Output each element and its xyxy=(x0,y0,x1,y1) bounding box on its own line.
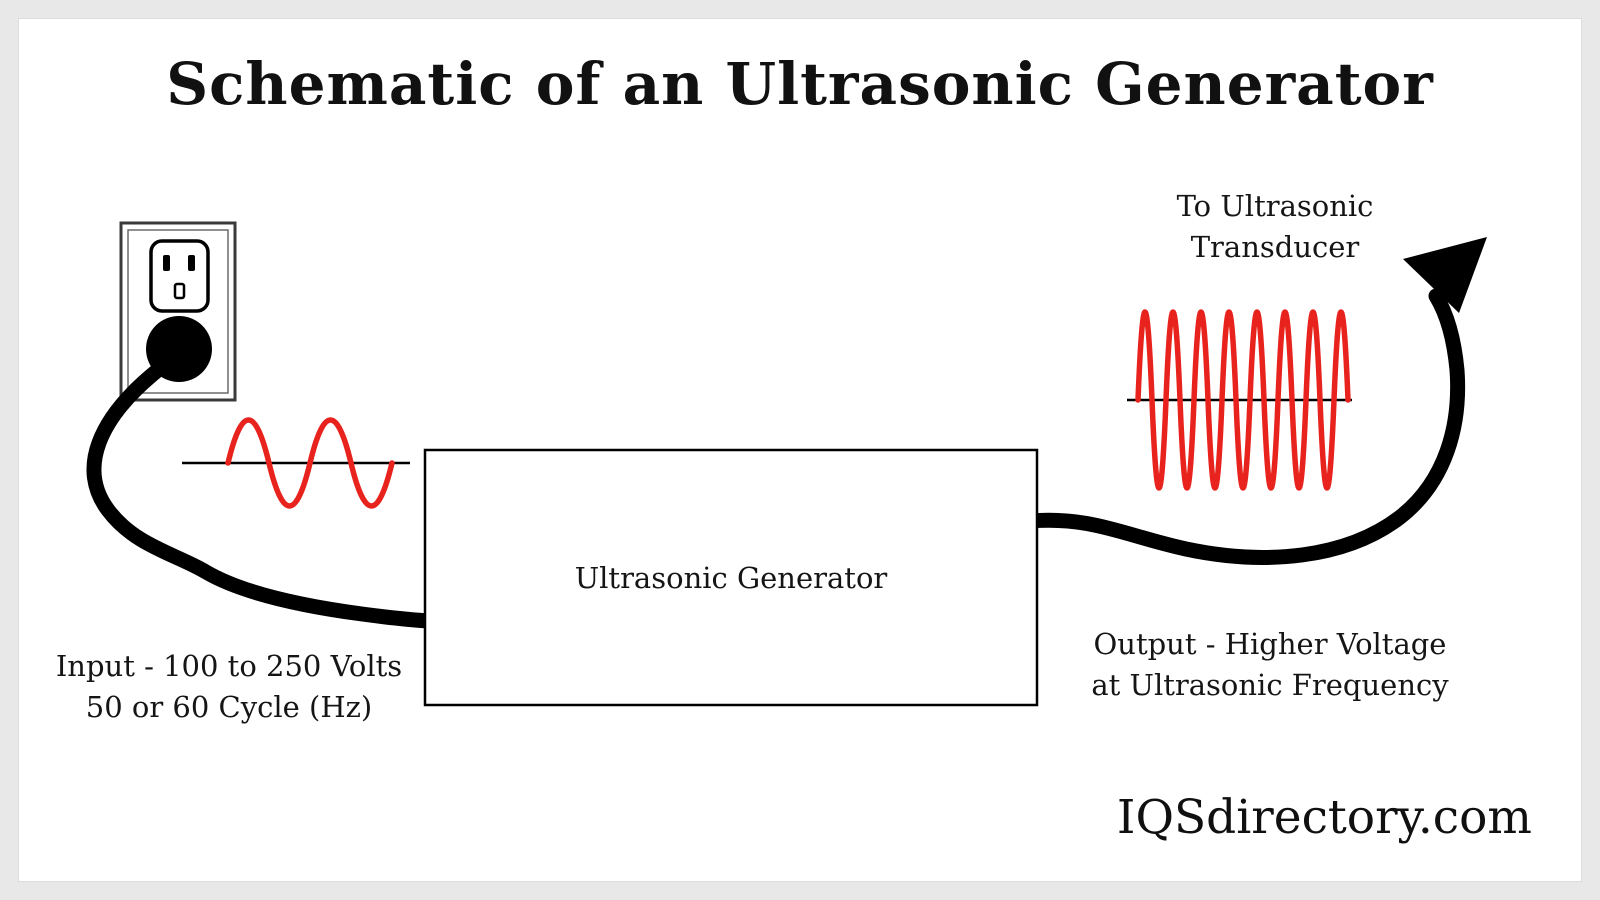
input-label-line1: Input - 100 to 250 Volts xyxy=(55,649,403,683)
output-label-line1: Output - Higher Voltage xyxy=(1093,627,1447,661)
arrow-up-right-icon xyxy=(1403,237,1487,313)
output-label-line2: at Ultrasonic Frequency xyxy=(1091,668,1449,702)
diagram-title: Schematic of an Ultrasonic Generator xyxy=(166,50,1434,118)
output-label: Output - Higher Voltage at Ultrasonic Fr… xyxy=(1052,624,1488,706)
transducer-label-line1: To Ultrasonic xyxy=(1176,189,1374,223)
output-cable xyxy=(1022,288,1466,565)
outlet-ground-hole xyxy=(173,282,186,300)
high-frequency-sine-icon xyxy=(1135,309,1351,491)
input-label: Input - 100 to 250 Volts 50 or 60 Cycle … xyxy=(28,646,430,728)
low-frequency-sine-icon xyxy=(225,417,395,509)
outlet-slot-right xyxy=(188,255,195,271)
watermark: IQSdirectory.com xyxy=(1116,790,1532,845)
generator-box xyxy=(423,448,1039,707)
outlet-plate-inner xyxy=(127,229,229,394)
outlet-slot-left xyxy=(163,255,170,271)
outlet-receptacle xyxy=(149,239,210,313)
input-cable xyxy=(86,358,438,629)
transducer-label: To Ultrasonic Transducer xyxy=(1080,186,1470,268)
input-label-line2: 50 or 60 Cycle (Hz) xyxy=(85,690,373,724)
transducer-label-line2: Transducer xyxy=(1190,230,1360,264)
generator-box-label: Ultrasonic Generator xyxy=(574,560,888,595)
